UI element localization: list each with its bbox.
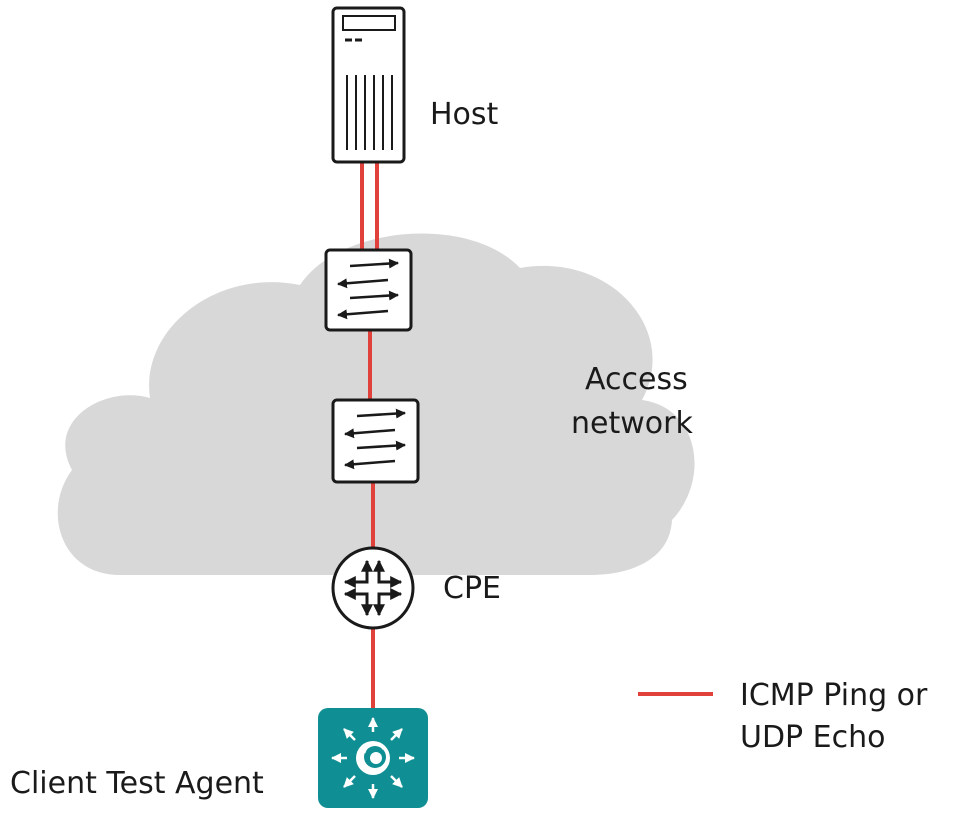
legend-label-line1: ICMP Ping or <box>740 678 928 713</box>
switch-arrows-icon <box>324 248 413 332</box>
router-cross-arrows-icon <box>331 546 415 630</box>
cpe-label: CPE <box>443 571 501 606</box>
server-tower-icon <box>331 6 406 164</box>
host-label: Host <box>430 97 499 132</box>
access-network-label-line1: Access <box>585 362 688 397</box>
test-path-line <box>360 162 379 710</box>
test-agent-icon <box>318 708 428 808</box>
access-network-label-line2: network <box>571 406 693 441</box>
client-test-agent-label: Client Test Agent <box>10 766 264 801</box>
switch-arrows-icon <box>331 398 420 484</box>
legend-label-line2: UDP Echo <box>740 720 886 755</box>
